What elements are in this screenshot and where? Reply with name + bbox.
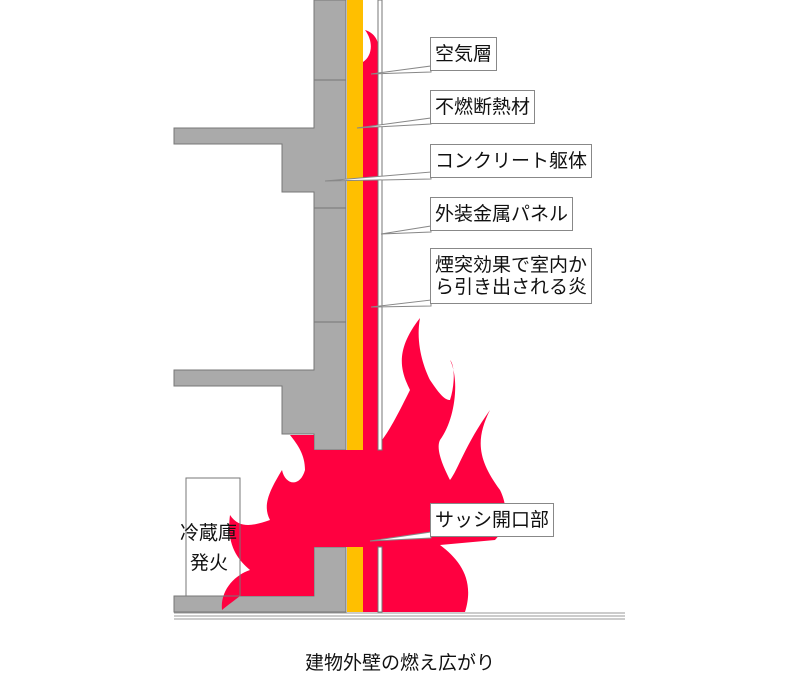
label-fridge-line2: 発火 — [190, 552, 229, 574]
label-chimney-flame-line2: ら引き出される炎 — [435, 276, 588, 298]
label-concrete: コンクリート躯体 — [430, 144, 593, 178]
label-chimney-flame-line1: 煙突効果で室内か — [435, 254, 588, 276]
diagram-caption: 建物外壁の燃え広がり — [304, 652, 495, 674]
label-fridge-line1: 冷蔵庫 — [180, 522, 238, 544]
label-chimney-flame: 煙突効果で室内か ら引き出される炎 — [430, 248, 593, 304]
label-air-layer: 空気層 — [430, 37, 498, 71]
metal-panel — [377, 0, 383, 613]
label-sash-opening: サッシ開口部 — [430, 503, 555, 537]
flame — [221, 30, 506, 612]
insulation-layer-lower — [347, 547, 363, 612]
label-metal-panel: 外装金属パネル — [430, 197, 574, 231]
ground-lines — [174, 612, 625, 620]
callout-pointers — [324, 65, 432, 542]
insulation-layer — [347, 0, 363, 450]
label-insulation: 不燃断熱材 — [430, 90, 536, 124]
refrigerator — [185, 477, 241, 597]
